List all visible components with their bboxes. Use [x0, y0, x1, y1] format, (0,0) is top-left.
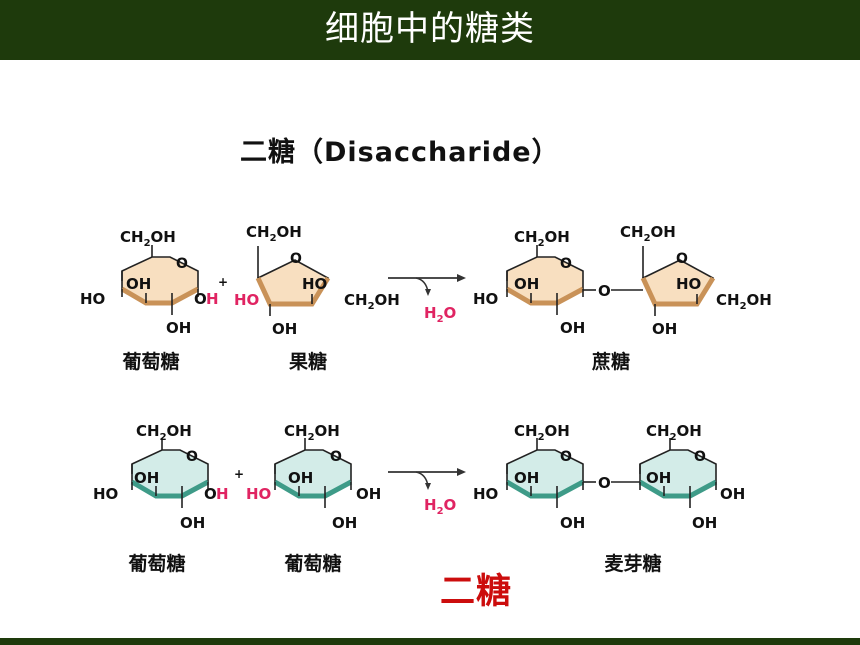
ho-label: HO [246, 485, 271, 503]
oh-label: OH [180, 514, 205, 532]
oh-label: OH [514, 469, 539, 487]
row2-water: H2O [424, 496, 456, 517]
sucrose-glucose-ring-edge [505, 286, 585, 306]
plus-sign: + [234, 467, 244, 481]
oh-label: H [216, 485, 229, 503]
footer-label: 二糖 [440, 572, 513, 612]
oh-label: O [204, 485, 217, 503]
ch2oh-label: CH2OH [136, 422, 192, 443]
ch2oh-label: CH2OH [246, 223, 302, 244]
oh-label: OH [126, 275, 151, 293]
ring-oxygen: O [186, 449, 198, 465]
ho-label: HO [473, 290, 498, 308]
ring-oxygen: O [176, 256, 188, 272]
maltose-unit-1-ring-edge [505, 479, 585, 499]
ch2oh-label: CH2OH [514, 422, 570, 443]
glucose-1-ring-edge [120, 286, 200, 306]
row1-water: H2O [424, 304, 456, 325]
ch2oh-label: CH2OH [620, 223, 676, 244]
ring-oxygen: O [290, 251, 302, 267]
name-fructose: 果糖 [288, 350, 327, 373]
sucrose-fructose-ring-edge [640, 276, 716, 307]
oh-label: H [206, 290, 219, 308]
page-title: 细胞中的糖类 [325, 9, 535, 49]
oh-label: OH [720, 485, 745, 503]
glycosidic-oxygen: O [598, 282, 611, 300]
name-glucose: 葡萄糖 [284, 552, 341, 575]
oh-label: OH [514, 275, 539, 293]
ring-oxygen: O [560, 256, 572, 272]
name-glucose: 葡萄糖 [122, 350, 179, 373]
oh-label: OH [560, 319, 585, 337]
oh-label: OH [560, 514, 585, 532]
oh-label: OH [288, 469, 313, 487]
title-bar: 细胞中的糖类 [0, 0, 860, 60]
ring-oxygen: O [330, 449, 342, 465]
ch2oh-label: CH2OH [646, 422, 702, 443]
row2-arrowhead [457, 468, 466, 476]
glucose-2b-ring-edge [273, 479, 353, 499]
fructose-ring-edge [255, 276, 331, 307]
ch2oh-label: CH2OH [716, 291, 772, 312]
ho-label: HO [80, 290, 105, 308]
footer-bar [0, 638, 860, 645]
ring-oxygen: O [694, 449, 706, 465]
glucose-2a-ring-edge [130, 479, 210, 499]
name-maltose: 麦芽糖 [604, 552, 661, 575]
oh-label: OH [652, 320, 677, 338]
oh-label: OH [272, 320, 297, 338]
row1-arrowhead [457, 274, 466, 282]
oh-label: OH [166, 319, 191, 337]
ho-label: HO [93, 485, 118, 503]
ch2oh-label: CH2OH [514, 228, 570, 249]
ring-oxygen: O [676, 251, 688, 267]
section-title: 二糖（Disaccharide） [240, 137, 560, 168]
oh-label: O [194, 290, 207, 308]
name-glucose: 葡萄糖 [128, 552, 185, 575]
ho-label: HO [234, 291, 259, 309]
oh-label: OH [134, 469, 159, 487]
ch2oh-label: CH2OH [284, 422, 340, 443]
oh-label: OH [692, 514, 717, 532]
ho-label: HO [473, 485, 498, 503]
name-sucrose: 蔗糖 [591, 350, 630, 373]
maltose-unit-2-ring-edge [638, 479, 718, 499]
glycosidic-oxygen: O [598, 474, 611, 492]
oh-label: OH [646, 469, 671, 487]
ho-label: HO [676, 275, 701, 293]
oh-label: OH [356, 485, 381, 503]
oh-label: OH [332, 514, 357, 532]
plus-sign: + [218, 275, 228, 289]
ch2oh-label: CH2OH [120, 228, 176, 249]
ho-label: HO [302, 275, 327, 293]
ch2oh-label: CH2OH [344, 291, 400, 312]
ring-oxygen: O [560, 449, 572, 465]
